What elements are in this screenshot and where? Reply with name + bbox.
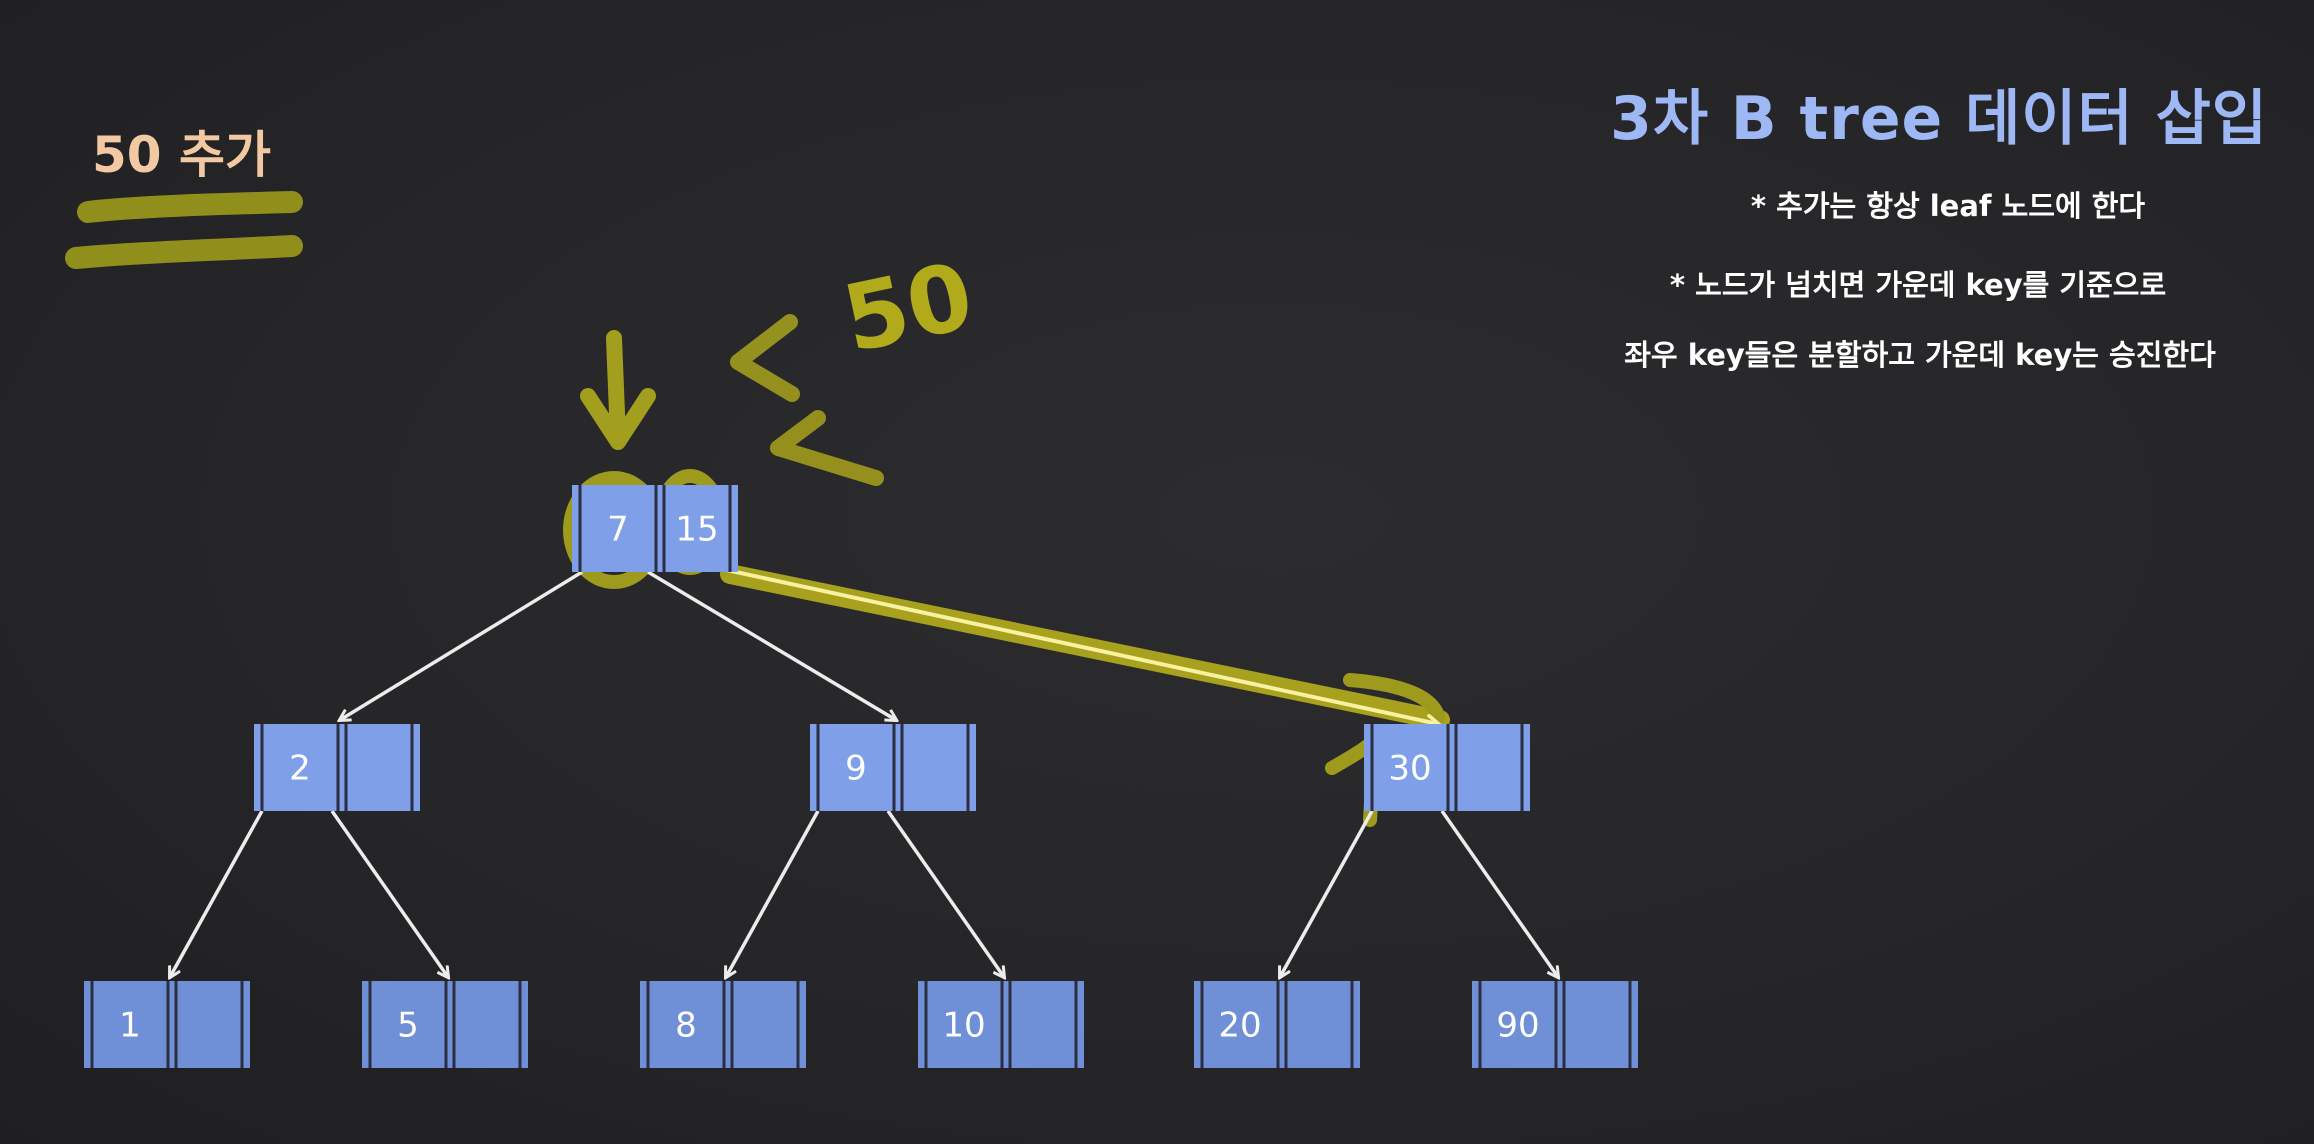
insert-label: 50 추가 bbox=[92, 126, 271, 184]
tree-node-n1: 1 bbox=[84, 981, 250, 1068]
node-key: 20 bbox=[1218, 1006, 1261, 1046]
edge-n2-n1 bbox=[170, 810, 264, 977]
underline-mark-2 bbox=[65, 235, 303, 269]
less-than-mark-2 bbox=[770, 410, 884, 486]
less-than-mark-1 bbox=[730, 314, 800, 402]
edge-root-n2 bbox=[340, 570, 583, 720]
node-key: 7 bbox=[607, 510, 629, 550]
node-key: 2 bbox=[289, 749, 311, 789]
down-arrow-head-mark bbox=[580, 388, 656, 450]
edge-n9-n8 bbox=[726, 810, 820, 977]
tree-edges bbox=[170, 567, 1558, 977]
note-leaf-insert: * 추가는 항상 leaf 노드에 한다 bbox=[1750, 189, 2146, 223]
node-key: 30 bbox=[1388, 749, 1431, 789]
node-key: 15 bbox=[675, 510, 718, 550]
tree-node-n90: 90 bbox=[1472, 981, 1638, 1068]
node-key: 8 bbox=[675, 1006, 697, 1046]
node-key: 1 bbox=[119, 1006, 141, 1046]
down-arrow-mark bbox=[606, 330, 626, 446]
note-promote-middle: 좌우 key들은 분할하고 가운데 key는 승진한다 bbox=[1624, 338, 2216, 372]
edge-root-n9 bbox=[647, 570, 896, 720]
tree-node-n20: 20 bbox=[1194, 981, 1360, 1068]
node-key: 5 bbox=[397, 1006, 419, 1046]
tree-node-n8: 8 bbox=[640, 981, 806, 1068]
tree-node-n9: 9 bbox=[810, 724, 976, 811]
handwritten-compare-text: 50 bbox=[834, 242, 981, 373]
tree-node-n5: 5 bbox=[362, 981, 528, 1068]
edge-root-n30 bbox=[721, 567, 1438, 724]
node-key: 9 bbox=[845, 749, 867, 789]
note-overflow-split: * 노드가 넘치면 가운데 key를 기준으로 bbox=[1669, 268, 2167, 302]
tree-node-n10: 10 bbox=[918, 981, 1084, 1068]
tree-node-n2: 2 bbox=[254, 724, 420, 811]
underline-mark-1 bbox=[77, 191, 303, 223]
node-key: 10 bbox=[942, 1006, 985, 1046]
edge-n2-n5 bbox=[330, 809, 448, 977]
edge-n30-n20 bbox=[1280, 810, 1374, 977]
tree-node-n30: 30 bbox=[1364, 724, 1530, 811]
edge-n30-n90 bbox=[1440, 809, 1558, 977]
page-title: 3차 B tree 데이터 삽입 bbox=[1610, 84, 2268, 154]
tree-node-root: 7 15 bbox=[572, 485, 738, 572]
edge-n9-n10 bbox=[886, 809, 1004, 977]
node30-mark-top bbox=[1343, 673, 1445, 723]
node-key: 90 bbox=[1496, 1006, 1539, 1046]
